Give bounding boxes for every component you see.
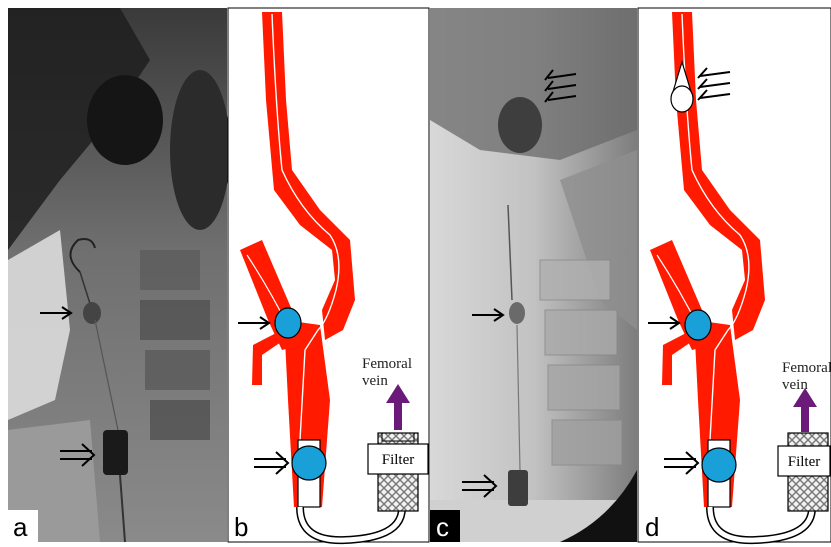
proximal-balloon <box>702 448 736 482</box>
panel-c: c <box>430 8 637 542</box>
filter-label: Filter <box>382 452 415 468</box>
panel-d: Filter Femoral vein d <box>638 8 831 542</box>
panel-label-b: b <box>234 512 248 542</box>
distal-balloon-marker <box>509 302 525 324</box>
proximal-balloon <box>292 446 326 480</box>
panel-a: a <box>8 8 230 542</box>
distal-balloon <box>275 308 301 338</box>
femoral-vein-label-line1: Femoral <box>362 356 412 372</box>
filter-label: Filter <box>788 454 821 470</box>
femoral-vein-label-line2: vein <box>782 377 808 393</box>
panel-label-d: d <box>645 512 659 542</box>
panel-b: Filter Femoral vein b <box>228 8 429 542</box>
femoral-vein-label-line2: vein <box>362 373 388 389</box>
distal-balloon <box>685 310 711 340</box>
proximal-balloon-marker <box>508 470 528 506</box>
femoral-vein-label-line1: Femoral <box>782 360 831 376</box>
proximal-balloon-marker <box>103 430 128 475</box>
panel-label-a: a <box>13 512 28 542</box>
distal-balloon-marker <box>83 302 101 324</box>
panel-label-c: c <box>436 512 449 542</box>
